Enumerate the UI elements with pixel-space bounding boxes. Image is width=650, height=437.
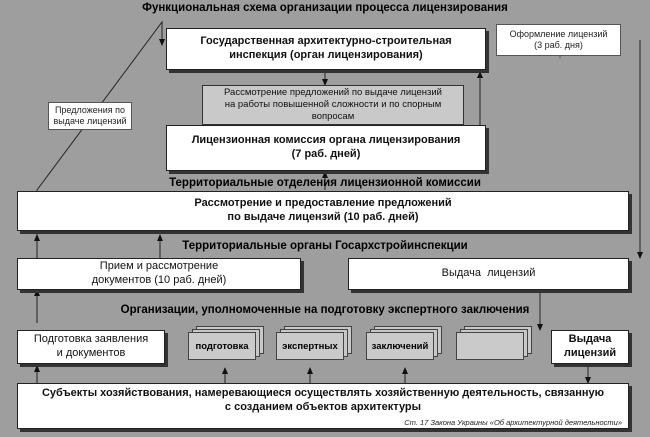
review-box: Рассмотрение предложений по выдаче лицен…: [202, 85, 464, 125]
territorial-departments-label: Территориальные отделения лицензионной к…: [169, 177, 481, 189]
inspection-box: Государственная архитектурно-строительна…: [166, 28, 486, 70]
reception-box: Прием и рассмотрение документов (10 раб.…: [17, 258, 301, 290]
territorial-bodies-label: Территориальные органы Госархстройинспек…: [182, 240, 468, 252]
stack-expert: экспертных: [276, 326, 352, 360]
stack-preparation: подготовка: [188, 326, 264, 360]
issuance-box: Выдача лицензий: [348, 258, 629, 290]
stack-blank: [456, 326, 532, 360]
stack-conclusions: заключений: [366, 326, 442, 360]
proposals-note: Предложения по выдаче лицензий: [48, 102, 132, 130]
application-box: Подготовка заявления и документов: [17, 330, 165, 364]
issuance-note: Оформление лицензий (3 раб. дня): [496, 24, 621, 56]
subjects-box: Субъекты хозяйствования, намеревающиеся …: [17, 383, 629, 429]
commission-box: Лицензионная комиссия органа лицензирова…: [166, 125, 486, 171]
diagram-title: Функциональная схема организации процесс…: [142, 2, 508, 14]
citation: Ст. 17 Закона Украины «Об архитектурной …: [404, 418, 622, 427]
issuance-right-box: Выдача лицензий: [551, 330, 629, 364]
territorial-review-box: Рассмотрение и предоставление предложени…: [17, 191, 629, 231]
organizations-label: Организации, уполномоченные на подготовк…: [120, 304, 530, 316]
